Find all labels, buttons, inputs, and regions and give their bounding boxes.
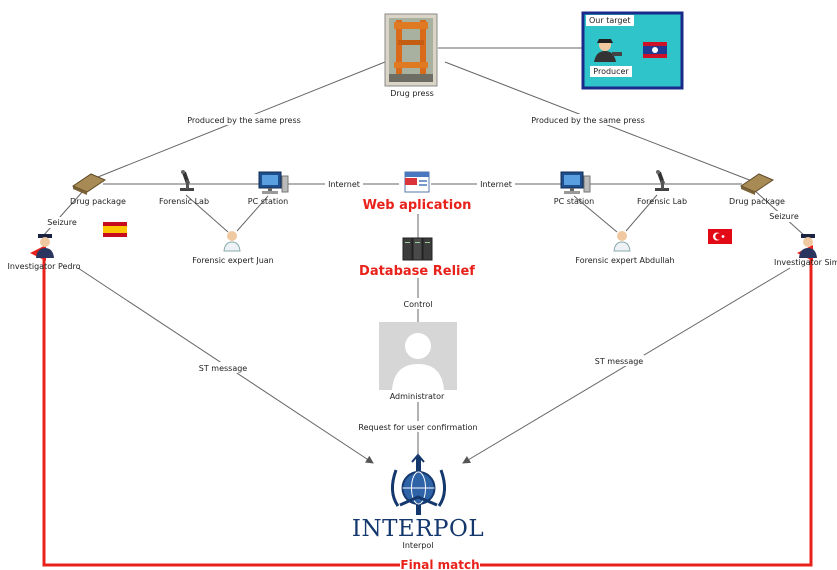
- expert-abdullah-label: Forensic expert Abdullah: [575, 256, 674, 265]
- scientist-icon: [223, 231, 241, 252]
- final-match-label: Final match: [400, 558, 479, 570]
- drug-press-label: Drug press: [390, 89, 434, 98]
- server-icon: [402, 237, 433, 261]
- interpol-emblem-icon: [391, 453, 446, 515]
- computer-icon: [560, 171, 591, 194]
- police-officer-icon: [36, 234, 54, 258]
- drug-press-icon: [384, 13, 438, 87]
- forensic-lab-right-label: Forensic Lab: [637, 197, 687, 206]
- drug-package-right-label: Drug package: [729, 197, 785, 206]
- forensic-lab-right-node: Forensic Lab: [637, 170, 687, 206]
- drug-package-right-node: Drug package: [729, 173, 785, 206]
- web-application-node: Web aplication: [363, 171, 472, 213]
- microscope-icon: [180, 170, 194, 191]
- turkey-flag-icon: [708, 229, 732, 244]
- interpol-logo-text: INTERPOL: [352, 516, 484, 542]
- scientist-icon: [613, 231, 631, 252]
- administrator-label: Administrator: [390, 392, 445, 401]
- administrator-node: Administrator: [379, 322, 457, 401]
- web-application-label: Web aplication: [363, 198, 472, 213]
- edge-labels: Produced by the same press Produced by t…: [44, 114, 802, 570]
- interpol-node: INTERPOL Interpol: [352, 453, 484, 550]
- interpol-label: Interpol: [403, 541, 434, 550]
- expert-juan-node: Forensic expert Juan: [192, 231, 274, 265]
- microscope-icon: [655, 170, 669, 191]
- investigator-right-label: Investigator Simi: [774, 258, 837, 267]
- laos-flag-icon: [643, 42, 667, 58]
- producer-icon: [594, 39, 622, 62]
- target-box: Our target Producer: [581, 11, 684, 90]
- drug-package-left-node: Drug package: [70, 173, 126, 206]
- pc-station-right-node: PC station: [554, 171, 594, 206]
- drug-package-icon: [739, 173, 775, 195]
- edge-label-produced-right: Produced by the same press: [531, 116, 645, 125]
- expert-abdullah-node: Forensic expert Abdullah: [575, 231, 675, 265]
- edge-label-produced-left: Produced by the same press: [187, 116, 301, 125]
- investigator-pedro-label: Investigator Pedro: [7, 262, 80, 271]
- producer-label: Producer: [593, 67, 629, 76]
- forensic-lab-left-node: Forensic Lab: [159, 170, 209, 206]
- pc-station-left-label: PC station: [248, 197, 288, 206]
- edge-label-internet-left: Internet: [328, 180, 360, 189]
- edge-label-control: Control: [404, 300, 433, 309]
- pc-station-right-label: PC station: [554, 197, 594, 206]
- spain-flag-icon: [103, 222, 127, 237]
- target-box-title: Our target: [589, 16, 631, 25]
- edge-label-request: Request for user confirmation: [358, 423, 477, 432]
- computer-icon: [258, 171, 289, 194]
- pc-station-left-node: PC station: [248, 171, 289, 206]
- edge-label-st-left: ST message: [199, 364, 248, 373]
- default-avatar-icon: [379, 322, 457, 390]
- drug-package-icon: [71, 173, 107, 195]
- edge-label-st-right: ST message: [595, 357, 644, 366]
- edge-label-seizure-right: Seizure: [769, 212, 799, 221]
- drug-press-node: Drug press: [384, 13, 438, 98]
- edge-label-internet-right: Internet: [480, 180, 512, 189]
- web-page-icon: [404, 171, 430, 193]
- database-label: Database Relief: [359, 264, 475, 279]
- final-match-loop: [30, 245, 813, 567]
- forensic-lab-left-label: Forensic Lab: [159, 197, 209, 206]
- investigator-pedro-node: Investigator Pedro: [7, 234, 81, 271]
- drug-package-left-label: Drug package: [70, 197, 126, 206]
- database-node: Database Relief: [359, 237, 475, 279]
- edge-label-seizure-left: Seizure: [47, 218, 77, 227]
- investigator-right-node: Investigator Simi: [774, 234, 837, 267]
- expert-juan-label: Forensic expert Juan: [192, 256, 274, 265]
- police-officer-icon: [799, 234, 817, 258]
